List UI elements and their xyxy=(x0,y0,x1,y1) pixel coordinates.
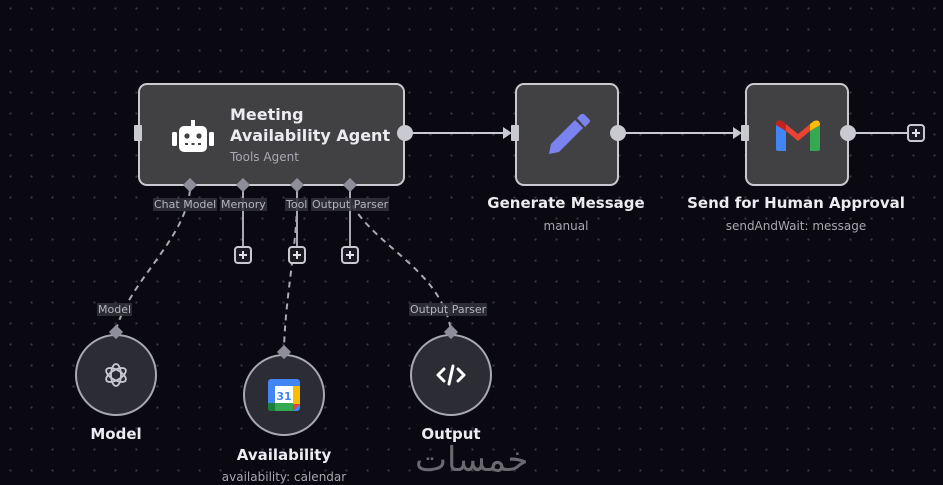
agent-output-port[interactable] xyxy=(397,125,413,141)
generate-subtitle: manual xyxy=(543,219,589,233)
robot-icon xyxy=(172,120,214,152)
add-next-node-button[interactable] xyxy=(907,124,925,142)
send-approval-node[interactable] xyxy=(745,83,849,186)
port-label-memory: Memory xyxy=(220,198,267,211)
watermark: خمسات xyxy=(415,440,529,480)
port-label-chat-model: Chat Model xyxy=(153,198,218,211)
plus-icon xyxy=(239,251,247,259)
generate-title: Generate Message xyxy=(487,194,645,212)
agent-subtitle: Tools Agent xyxy=(230,150,299,164)
google-calendar-icon: 31 xyxy=(268,379,300,411)
generate-output-port[interactable] xyxy=(610,125,626,141)
add-tool-button[interactable] xyxy=(288,246,306,264)
model-port-label: Model xyxy=(97,303,133,316)
send-input-port[interactable] xyxy=(741,125,749,141)
agent-input-port[interactable] xyxy=(134,125,142,141)
agent-title-line2: Availability Agent xyxy=(230,126,391,145)
output-port-label: Output Parser xyxy=(409,303,488,316)
port-label-tool: Tool xyxy=(285,198,309,211)
code-icon xyxy=(436,364,466,386)
pencil-icon xyxy=(549,114,590,154)
plus-icon xyxy=(912,129,920,137)
add-memory-button[interactable] xyxy=(234,246,252,264)
output-node[interactable] xyxy=(410,334,492,416)
output-title: Output xyxy=(421,425,481,443)
send-output-port[interactable] xyxy=(840,125,856,141)
send-title: Send for Human Approval xyxy=(687,194,905,212)
send-subtitle: sendAndWait: message xyxy=(725,219,867,233)
arrow-head xyxy=(733,127,742,139)
connection-chat-model xyxy=(115,189,191,331)
calendar-day: 31 xyxy=(276,390,291,403)
gmail-icon xyxy=(776,120,820,151)
connection-tool xyxy=(283,204,298,351)
port-label-output-parser: Output Parser xyxy=(311,198,390,211)
arrow-head xyxy=(503,127,512,139)
availability-title: Availability xyxy=(236,446,332,464)
generate-input-port[interactable] xyxy=(511,125,519,141)
openai-icon xyxy=(105,363,127,387)
availability-subtitle: availability: calendar xyxy=(221,470,347,484)
plus-icon xyxy=(346,251,354,259)
model-title: Model xyxy=(90,425,142,443)
plus-icon xyxy=(293,251,301,259)
availability-node[interactable]: 31 xyxy=(243,354,325,436)
agent-title-line1: Meeting xyxy=(230,105,304,124)
add-output-parser-button[interactable] xyxy=(341,246,359,264)
generate-message-node[interactable] xyxy=(515,83,619,186)
connection-output-parser xyxy=(351,204,452,331)
agent-node[interactable]: Meeting Availability Agent Tools Agent xyxy=(138,83,405,186)
model-node[interactable] xyxy=(75,334,157,416)
